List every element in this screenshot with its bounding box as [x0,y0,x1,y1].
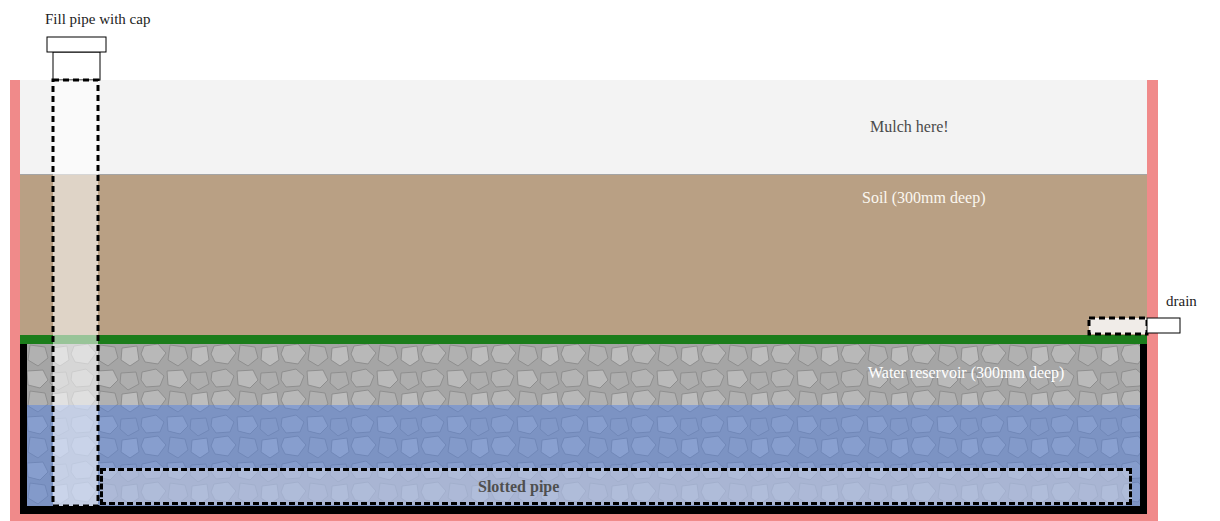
mulch-band: Mulch here! [20,80,1147,175]
soil-band: Soil (300mm deep) [20,175,1147,335]
fill-pipe-outline [53,80,98,506]
slotted-pipe: Slotted pipe [100,468,1132,505]
layer-label: Mulch here! [870,117,949,136]
drain-pipe [1089,318,1147,334]
container-floor [10,514,1158,521]
fill-pipe [53,80,98,506]
layer-label: Slotted pipe [478,477,559,496]
fill-pipe-top [53,52,100,80]
container-wall [10,80,20,521]
fill-pipe-label: Fill pipe with cap [45,10,150,28]
geotextile [20,335,1147,344]
mulch-layer [20,80,1147,175]
reservoir-liner [20,338,1147,514]
pipe-cap [47,37,106,52]
drain-outlet [1147,318,1180,333]
drain-label: drain [1166,292,1197,310]
dry-gravel [27,344,1140,405]
container-wall [1147,80,1158,521]
bed-container [10,80,1158,521]
water [27,405,1140,506]
gravel-fill [27,344,1140,506]
layer-label: Soil (300mm deep) [862,188,986,207]
reservoir-band: Water reservoir (300mm deep) Slotted pipe [20,340,1147,514]
layer-label: Water reservoir (300mm deep) [868,363,1064,382]
soil-layer [20,175,1147,335]
